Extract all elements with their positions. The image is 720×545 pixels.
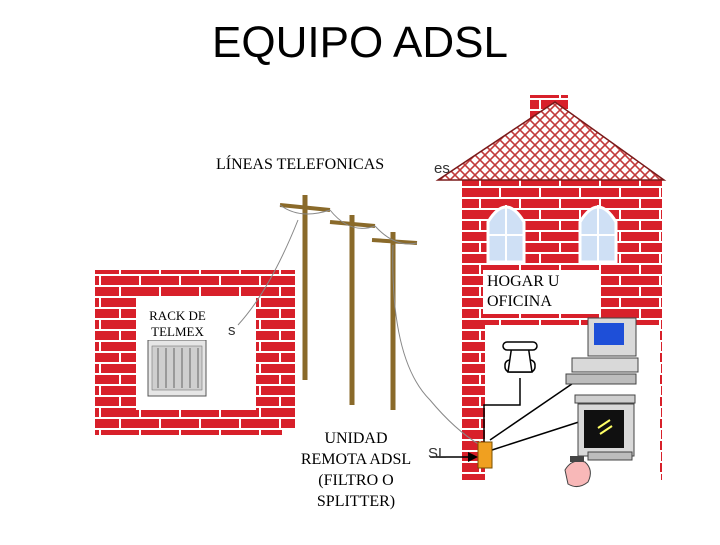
page-title: EQUIPO ADSL [212, 18, 508, 67]
house-window-right [578, 205, 618, 264]
computer-icon [565, 317, 639, 385]
label-hogar-line1: HOGAR U [487, 273, 560, 290]
television-icon [574, 394, 636, 461]
hand-icon [564, 456, 591, 488]
label-rack-telmex: RACK DE TELMEX [140, 308, 215, 340]
label-fragment-es: es [434, 160, 450, 177]
label-unidad-line1: UNIDAD [324, 430, 388, 447]
telephone-cables [237, 204, 481, 446]
splitter-device [477, 441, 493, 469]
label-lineas-telefonicas: LÍNEAS TELEFONICAS [214, 156, 387, 174]
label-unidad-line2: REMOTA ADSL [300, 451, 412, 468]
rack-equipment [147, 339, 207, 397]
label-unidad-remota: UNIDAD REMOTA ADSL (FILTRO O SPLITTER) [282, 428, 430, 512]
house-window-left [486, 205, 526, 264]
label-rack-line2: TELMEX [151, 324, 204, 339]
telephone-icon [502, 341, 538, 373]
telephone-poles [279, 195, 418, 410]
label-hogar-line2: OFICINA [487, 293, 552, 310]
label-unidad-line3: (FILTRO O [318, 472, 394, 489]
label-fragment-s: s [228, 322, 236, 339]
label-hogar-oficina: HOGAR U OFICINA [483, 270, 601, 314]
arrow-head [468, 452, 478, 462]
connection-lines [430, 374, 586, 458]
house-roof [435, 101, 667, 181]
label-rack-line1: RACK DE [149, 308, 206, 323]
label-fragment-sl: SL [428, 445, 447, 462]
label-unidad-line4: SPLITTER) [316, 493, 396, 510]
